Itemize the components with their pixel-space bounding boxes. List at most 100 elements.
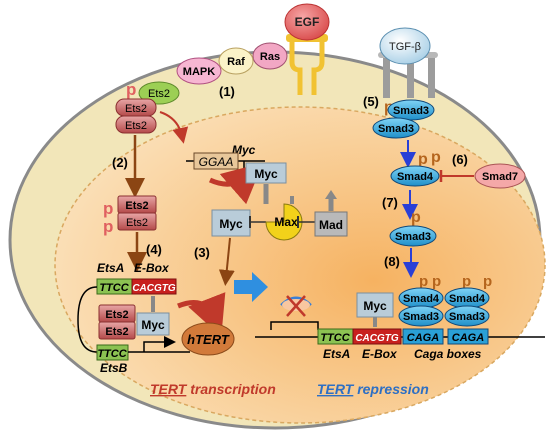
myc-expression-curve xyxy=(208,162,264,205)
smad3-nuclear xyxy=(389,225,437,247)
cacgtg-label-right: CACGTG xyxy=(355,333,399,344)
egf-ligand xyxy=(284,3,330,41)
ttcc-label-bottom: TTCC xyxy=(97,348,127,360)
step3-arrow xyxy=(218,237,235,286)
etsA-label-left: EtsA xyxy=(97,261,124,275)
step2-label: (2) xyxy=(112,155,128,170)
ets2-bound-bottom-label: Ets2 xyxy=(105,326,128,338)
repressed-tss xyxy=(270,321,319,330)
caga-box-1 xyxy=(402,328,444,345)
ttcc-label-right: TTCC xyxy=(320,332,350,344)
caption-transcription-word: transcription xyxy=(186,381,275,397)
smad4-p-right: p xyxy=(431,149,441,166)
smad3-receptor-top-label: Smad3 xyxy=(393,105,429,117)
smad7-label: Smad7 xyxy=(482,171,518,183)
smad4-complex xyxy=(390,165,440,187)
raf-label: Raf xyxy=(227,56,245,68)
ets2-nuclear-top-label: Ets2 xyxy=(125,200,148,212)
smad3-bound-left xyxy=(398,305,444,327)
egf-receptor: EGF xyxy=(284,3,330,95)
step6-label: (6) xyxy=(452,152,468,167)
tgfb-receptor: TGF-β xyxy=(378,27,438,98)
mapk-label: MAPK xyxy=(183,66,215,78)
ets2-bound-top-label: Ets2 xyxy=(105,309,128,321)
blocked-transcription-icon xyxy=(280,295,312,317)
htert-product xyxy=(181,322,235,356)
ggaa-label: GGAA xyxy=(199,155,234,169)
smad3-bound-right xyxy=(444,305,490,327)
step8-label: (8) xyxy=(384,254,400,269)
mad-label: Mad xyxy=(319,218,343,232)
ebox-label-left: E-Box xyxy=(134,261,170,275)
ras-node xyxy=(252,42,288,70)
smad3-bound-left-label: Smad3 xyxy=(403,311,439,323)
caption-tert-transcription: TERT transcription xyxy=(150,381,276,397)
caga-label-1: CAGA xyxy=(407,332,439,344)
smad4-bound-left-label: Smad4 xyxy=(403,293,440,305)
smad-complex-p2: p xyxy=(432,273,441,290)
step7-label: (7) xyxy=(382,195,398,210)
cacgtg-box-left xyxy=(131,278,177,295)
phospho-ets2-p: p xyxy=(126,80,136,99)
ebox-label-right: E-Box xyxy=(362,347,398,361)
nucleus xyxy=(54,106,546,424)
myc-protein-top-label: Myc xyxy=(254,167,278,181)
ets2-dimer-top-label: Ets2 xyxy=(125,103,147,115)
ets2-dimer-bottom-label: Ets2 xyxy=(125,120,147,132)
smad-complex-p3: p xyxy=(462,273,471,290)
ets2-cytoplasm xyxy=(138,81,180,105)
myc-protein-top xyxy=(245,162,287,184)
smad4-p-left: p xyxy=(418,151,428,168)
ets2-to-ggaa-arrow xyxy=(159,111,189,144)
ets2-cytoplasm-label: Ets2 xyxy=(148,88,170,100)
caption-tert-word-right: TERT xyxy=(317,381,355,397)
tgfb-label: TGF-β xyxy=(389,41,421,53)
mapk-node xyxy=(176,57,222,85)
max-protein xyxy=(265,203,303,241)
ras-label: Ras xyxy=(260,51,280,63)
myc-protein-mid xyxy=(211,209,251,237)
htert-expression-curve xyxy=(177,292,226,337)
raf-node xyxy=(218,47,254,75)
myc-bound-label: Myc xyxy=(141,318,165,332)
caption-tert-repression: TERT repression xyxy=(317,381,429,397)
ets2-dimer-bottom xyxy=(115,115,157,134)
myc-protein-mid-label: Myc xyxy=(219,217,243,231)
smad3-receptor-bottom xyxy=(372,117,420,139)
tgfb-ligand xyxy=(379,27,431,65)
smad3-receptor-bottom-label: Smad3 xyxy=(378,123,414,135)
cacgtg-box-right xyxy=(352,328,402,345)
egf-label: EGF xyxy=(295,15,320,29)
step1-label: (1) xyxy=(219,84,235,99)
max-label: Max xyxy=(274,215,298,229)
caga-boxes-label: Caga boxes xyxy=(414,347,482,361)
ets2-nuclear-bottom xyxy=(117,212,157,231)
smad3-nuclear-label: Smad3 xyxy=(395,231,431,243)
caga-box-2 xyxy=(447,328,489,345)
ets2-nuclear-p1: p xyxy=(103,199,113,218)
ets2-nuclear-p2: p xyxy=(103,217,113,236)
repression-direction-arrow xyxy=(234,272,268,302)
etsA-label-right: EtsA xyxy=(323,347,350,361)
mad-protein xyxy=(314,211,348,237)
myc-repression-label: Myc xyxy=(363,299,387,313)
step5-label: (5) xyxy=(363,94,379,109)
caption-tert-word-left: TERT xyxy=(150,381,188,397)
smad3-bound-right-label: Smad3 xyxy=(449,311,485,323)
caga-label-2: CAGA xyxy=(452,332,484,344)
smad-complex-p1: p xyxy=(419,273,428,290)
etsB-label: EtsB xyxy=(100,361,128,375)
smad-complex-p4: p xyxy=(483,273,492,290)
htert-label: hTERT xyxy=(187,332,230,347)
myc-repression xyxy=(356,292,394,318)
step3-label: (3) xyxy=(194,245,210,260)
myc-bound xyxy=(136,312,170,336)
ets2-bound-bottom xyxy=(98,321,136,340)
smad4-bound-right-label: Smad4 xyxy=(449,293,486,305)
smad4-complex-label: Smad4 xyxy=(397,171,434,183)
ets2-nuclear-bottom-label: Ets2 xyxy=(126,217,148,229)
dna-loop xyxy=(77,286,98,353)
smad3-nuclear-p: p xyxy=(411,209,421,226)
step4-label: (4) xyxy=(146,242,162,257)
